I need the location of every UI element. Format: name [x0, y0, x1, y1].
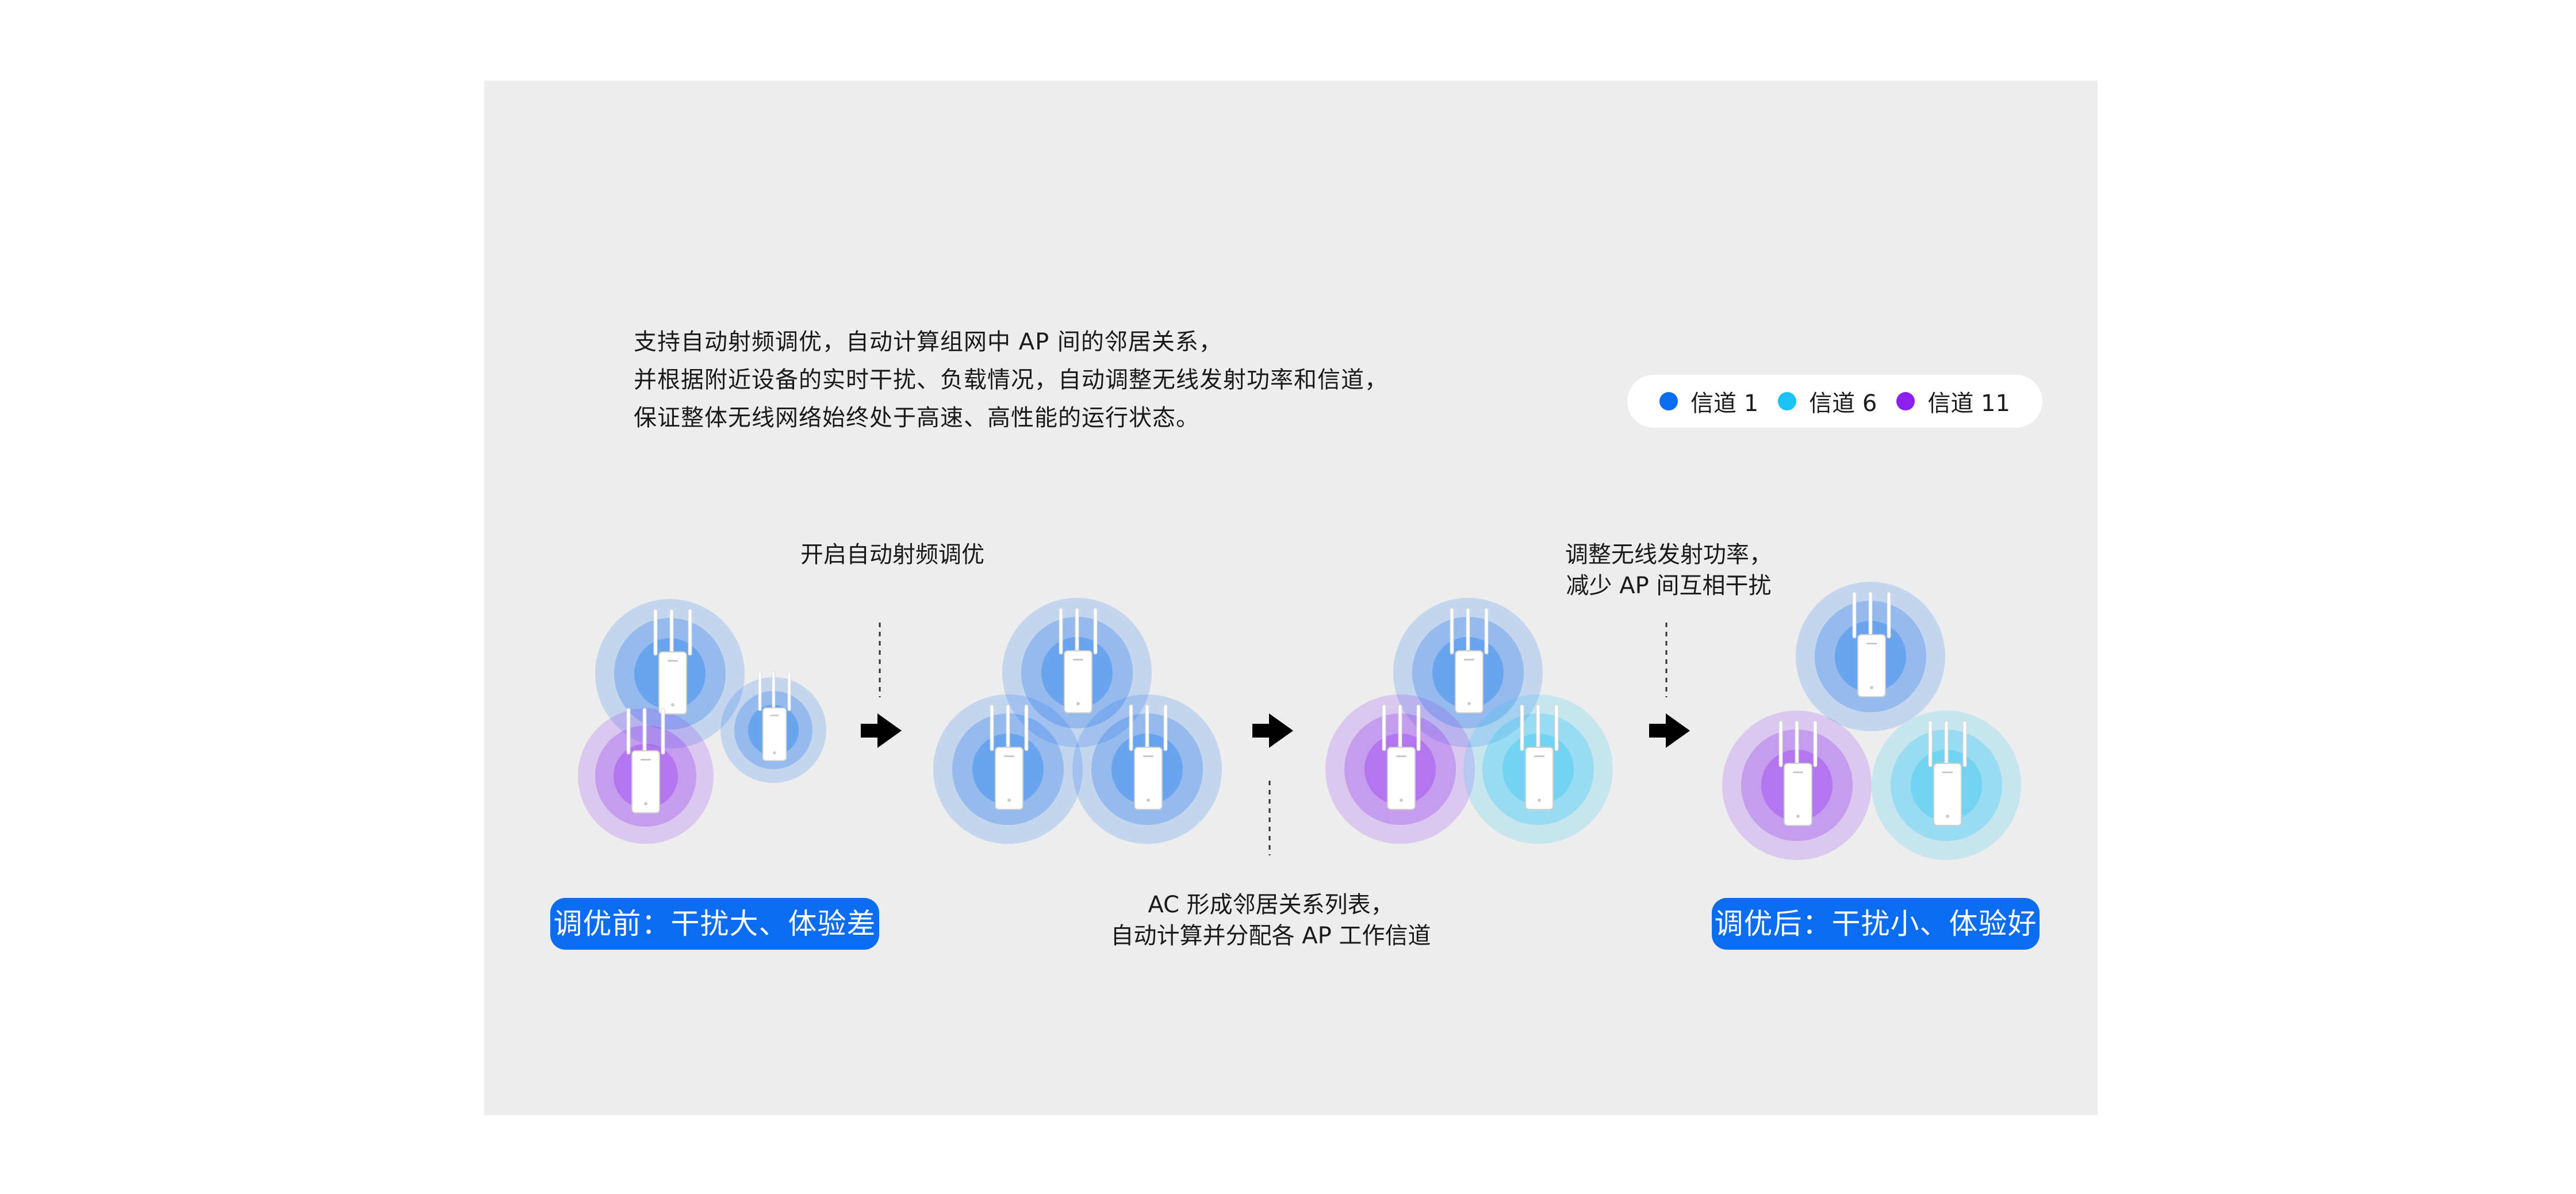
- step-1-text: 开启自动射频调优: [800, 542, 984, 568]
- intro-line-1: 支持自动射频调优，自动计算组网中 AP 间的邻居关系，: [634, 329, 1222, 355]
- legend-item-channel-6: 信道 6: [1778, 385, 1877, 418]
- step-1-label: 开启自动射频调优: [777, 539, 1007, 570]
- arrow-right-icon: [861, 713, 902, 748]
- legend-item-channel-11: 信道 11: [1896, 385, 2010, 418]
- step-2-text-line-2: 自动计算并分配各 AP 工作信道: [1110, 923, 1431, 949]
- before-tuning-badge: 调优前：干扰大、体验差: [550, 898, 879, 950]
- intro-line-3: 保证整体无线网络始终处于高速、高性能的运行状态。: [634, 405, 1199, 431]
- legend-label-channel-1: 信道 1: [1690, 390, 1759, 417]
- channel-legend: 信道 1 信道 6 信道 11: [1627, 375, 2042, 428]
- step-2-label: AC 形成邻居关系列表， 自动计算并分配各 AP 工作信道: [1092, 889, 1449, 951]
- legend-label-channel-11: 信道 11: [1927, 390, 2010, 417]
- channel-6-dot-icon: [1778, 392, 1797, 410]
- step-3-text-line-2: 减少 AP 间互相干扰: [1566, 573, 1772, 599]
- cluster-neighbor-list: [933, 598, 1222, 844]
- after-tuning-badge: 调优后：干扰小、体验好: [1712, 898, 2040, 950]
- cluster-channels-assigned: [1325, 598, 1613, 844]
- step-2-text-line-1: AC 形成邻居关系列表，: [1148, 892, 1394, 918]
- legend-label-channel-6: 信道 6: [1809, 390, 1877, 417]
- cluster-before: [578, 599, 826, 844]
- cluster-after: [1722, 582, 2021, 860]
- legend-item-channel-1: 信道 1: [1659, 385, 1758, 418]
- step-3-label: 调整无线发射功率， 减少 AP 间互相干扰: [1548, 539, 1789, 601]
- arrow-right-icon: [1649, 713, 1690, 748]
- arrow-right-icon: [1252, 713, 1293, 748]
- intro-text: 支持自动射频调优，自动计算组网中 AP 间的邻居关系， 并根据附近设备的实时干扰…: [634, 323, 1388, 437]
- intro-line-2: 并根据附近设备的实时干扰、负载情况，自动调整无线发射功率和信道，: [634, 367, 1388, 393]
- step-3-text-line-1: 调整无线发射功率，: [1565, 542, 1772, 568]
- channel-1-dot-icon: [1659, 392, 1678, 410]
- channel-11-dot-icon: [1896, 392, 1915, 410]
